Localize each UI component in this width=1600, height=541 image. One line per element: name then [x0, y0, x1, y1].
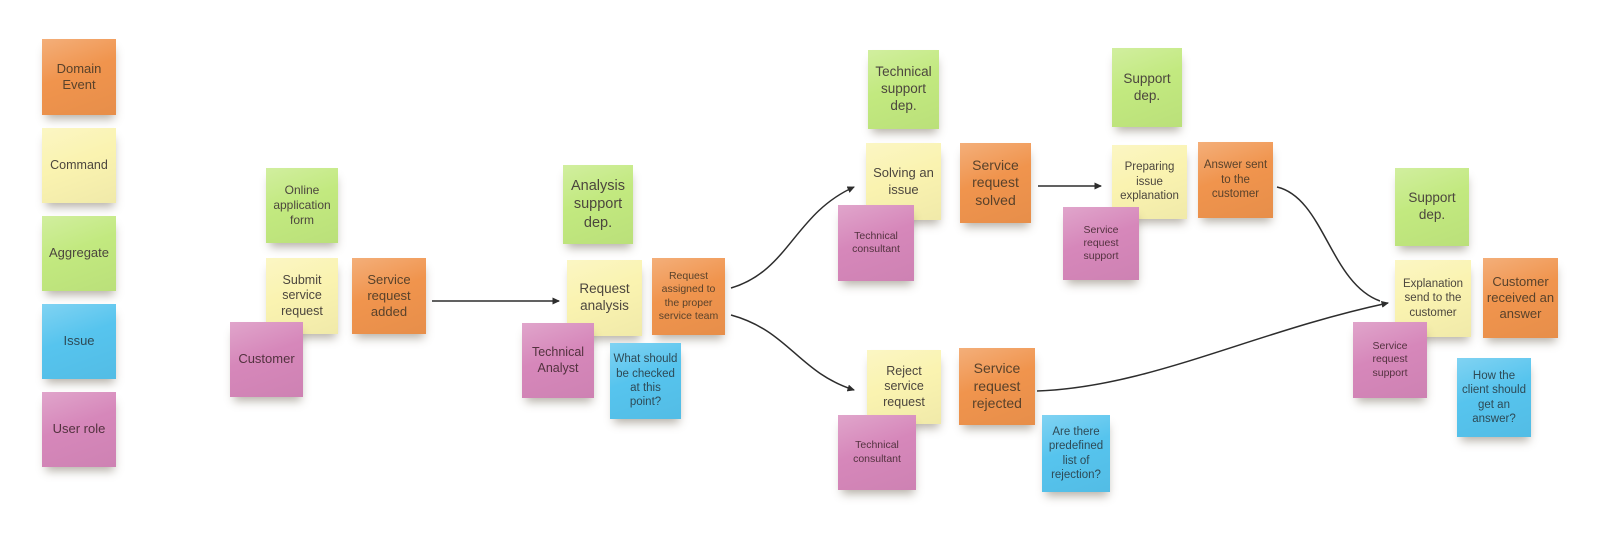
- note-label: Service request rejected: [972, 360, 1022, 412]
- sticky-note-reject-service-request[interactable]: Reject service request: [867, 350, 941, 424]
- note-label: Analysis support dep.: [571, 178, 625, 231]
- note-label: Technical support dep.: [875, 64, 932, 113]
- note-label: Issue: [63, 333, 95, 349]
- sticky-note-technical-consultant-solving[interactable]: Technical consultant: [838, 205, 914, 281]
- note-label: Request analysis: [579, 281, 630, 313]
- sticky-note-analysis-support-dep[interactable]: Analysis support dep.: [563, 165, 633, 244]
- sticky-note-online-application-form[interactable]: Online application form: [266, 168, 338, 243]
- note-label: How the client should get an answer?: [1462, 369, 1526, 425]
- note-label: Are there predefined list of rejection?: [1048, 425, 1104, 481]
- note-label: Submit service request: [281, 272, 323, 318]
- connector-assigned-to-solving[interactable]: [730, 186, 855, 289]
- note-label: Technical consultant: [853, 439, 901, 465]
- sticky-note-customer-received-answer[interactable]: Customer received an answer: [1483, 258, 1558, 338]
- note-label: Command: [50, 157, 108, 172]
- sticky-note-support-dep-final[interactable]: Support dep.: [1395, 168, 1469, 246]
- connector-assigned-to-reject[interactable]: [730, 314, 855, 392]
- connector-answer-to-explanation[interactable]: [1276, 186, 1381, 302]
- note-label: Online application form: [273, 183, 331, 227]
- note-label: Customer received an answer: [1486, 273, 1555, 322]
- sticky-note-service-request-support-prep[interactable]: Service request support: [1063, 207, 1139, 280]
- legend-note-aggregate[interactable]: Aggregate: [42, 216, 116, 291]
- legend-note-command[interactable]: Command: [42, 128, 116, 203]
- note-label: Technical Analyst: [531, 344, 585, 375]
- note-label: Aggregate: [49, 245, 109, 261]
- note-label: Domain Event: [56, 60, 102, 92]
- note-label: Customer: [238, 351, 295, 367]
- sticky-note-technical-consultant-reject[interactable]: Technical consultant: [838, 415, 916, 490]
- note-label: Service request solved: [972, 156, 1019, 208]
- legend-note-user-role[interactable]: User role: [42, 392, 116, 467]
- connector-rejected-to-explanation[interactable]: [1036, 300, 1389, 392]
- note-label: User role: [52, 421, 106, 437]
- note-label: Support dep.: [1123, 70, 1171, 103]
- sticky-note-service-request-rejected[interactable]: Service request rejected: [959, 348, 1035, 425]
- sticky-note-customer[interactable]: Customer: [230, 322, 303, 397]
- sticky-note-issue-how-client-answer[interactable]: How the client should get an answer?: [1457, 358, 1531, 437]
- note-label: Reject service request: [883, 363, 925, 409]
- sticky-note-preparing-issue-explanation[interactable]: Preparing issue explanation: [1112, 145, 1187, 219]
- sticky-note-issue-predefined-rejection[interactable]: Are there predefined list of rejection?: [1042, 415, 1110, 492]
- note-label: Technical consultant: [852, 229, 900, 255]
- sticky-note-service-request-support-final[interactable]: Service request support: [1353, 322, 1427, 398]
- note-label: Service request support: [1083, 223, 1119, 263]
- sticky-note-support-dep-explanation[interactable]: Support dep.: [1112, 48, 1182, 127]
- sticky-note-issue-what-checked[interactable]: What should be checked at this point?: [610, 343, 681, 419]
- note-label: Solving an issue: [873, 165, 934, 197]
- note-label: Answer sent to the customer: [1203, 159, 1268, 201]
- sticky-note-service-request-added[interactable]: Service request added: [352, 258, 426, 334]
- sticky-note-service-request-solved[interactable]: Service request solved: [960, 143, 1031, 223]
- sticky-note-technical-analyst[interactable]: Technical Analyst: [522, 323, 594, 398]
- note-label: Service request support: [1372, 340, 1408, 379]
- note-label: What should be checked at this point?: [613, 353, 678, 409]
- note-label: Preparing issue explanation: [1120, 161, 1179, 203]
- sticky-note-request-assigned[interactable]: Request assigned to the proper service t…: [652, 258, 725, 335]
- sticky-note-answer-sent-to-customer[interactable]: Answer sent to the customer: [1198, 142, 1273, 218]
- note-label: Support dep.: [1408, 190, 1456, 222]
- sticky-note-technical-support-dep[interactable]: Technical support dep.: [868, 50, 939, 129]
- note-label: Explanation send to the customer: [1402, 277, 1464, 319]
- sticky-note-submit-service-request[interactable]: Submit service request: [266, 258, 338, 334]
- note-label: Request assigned to the proper service t…: [658, 270, 719, 322]
- note-label: Service request added: [367, 271, 411, 320]
- legend-note-domain-event[interactable]: Domain Event: [42, 39, 116, 115]
- legend-note-issue[interactable]: Issue: [42, 304, 116, 379]
